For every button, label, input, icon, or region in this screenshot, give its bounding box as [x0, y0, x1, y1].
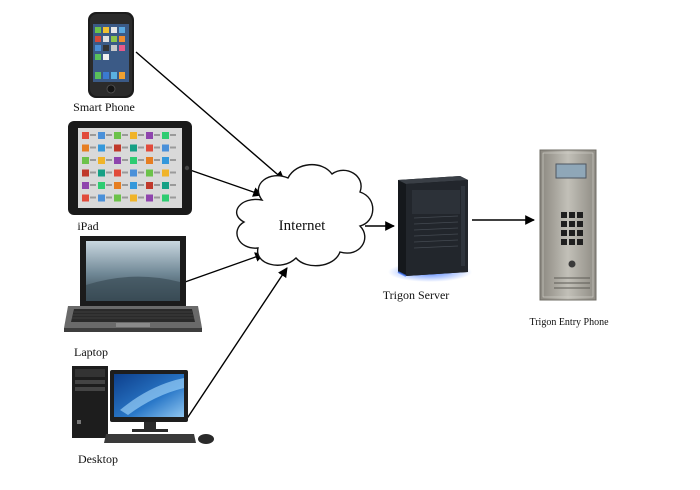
edge-laptop-internet: [184, 252, 265, 283]
edge-smartphone-internet: [135, 51, 285, 181]
laptop-label: Laptop: [74, 345, 108, 359]
server-label: Trigon Server: [383, 288, 450, 302]
smartphone-icon: [88, 12, 134, 98]
laptop-icon: [64, 236, 202, 332]
ipad-label: iPad: [77, 219, 98, 233]
edge-ipad-internet: [189, 169, 263, 197]
cloud-icon: [236, 164, 374, 267]
smartphone-label: Smart Phone: [73, 100, 135, 114]
internet-label: Internet: [279, 218, 326, 234]
server-tower-icon: [388, 176, 472, 282]
edge-desktop-internet: [185, 267, 288, 421]
entry-phone-panel-icon: [539, 149, 597, 301]
tablet-icon: [68, 121, 192, 215]
desktop-label: Desktop: [78, 452, 118, 466]
desktop-computer-icon: [72, 366, 214, 444]
entry-phone-label: Trigon Entry Phone: [529, 317, 609, 328]
